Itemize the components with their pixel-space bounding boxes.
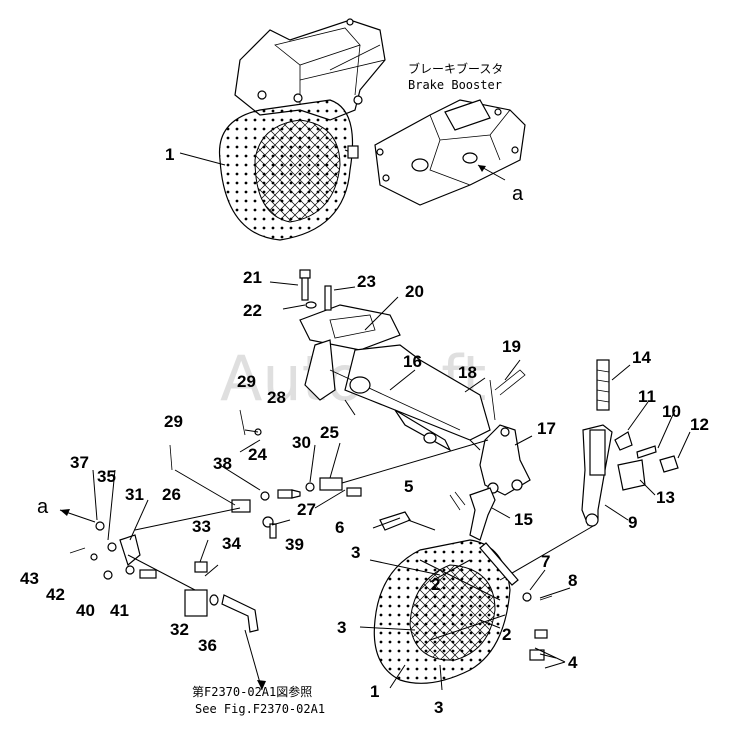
callout-40: 40 (76, 601, 95, 620)
callout-36: 36 (198, 636, 217, 655)
callout-25: 25 (320, 423, 339, 442)
callout-32: 32 (170, 620, 189, 639)
callout-15: 15 (514, 510, 533, 529)
small-hardware-left (134, 409, 489, 539)
bracket-assembly (299, 304, 491, 452)
brake-booster-drawing (374, 99, 526, 206)
link-assembly-left (59, 509, 266, 691)
callout-5: 5 (404, 477, 413, 496)
callout-34: 34 (222, 534, 241, 553)
callout-1-upper: 1 (165, 145, 174, 164)
callout-35: 35 (97, 467, 116, 486)
lever-15 (449, 487, 511, 541)
callout-3-c: 3 (434, 698, 443, 717)
lower-brake-band-assembly (373, 539, 566, 684)
callout-22: 22 (243, 301, 262, 320)
callout-29-mid: 29 (237, 372, 256, 391)
callout-30: 30 (292, 433, 311, 452)
callout-6: 6 (335, 518, 344, 537)
callout-39: 39 (285, 535, 304, 554)
callout-1-lower: 1 (370, 682, 379, 701)
callout-29-left: 29 (164, 412, 183, 431)
leader-lines (92, 152, 691, 691)
callout-42: 42 (46, 585, 65, 604)
callout-14: 14 (632, 348, 651, 367)
callout-2-a: 2 (431, 575, 440, 594)
callout-3-a: 3 (351, 543, 360, 562)
arm-17-spring-19 (479, 359, 533, 496)
callout-4: 4 (568, 653, 578, 672)
callout-12: 12 (690, 415, 709, 434)
see-caption-en: See Fig.F2370-02A1 (195, 702, 325, 716)
callout-28: 28 (267, 388, 286, 407)
callout-16: 16 (403, 352, 422, 371)
view-letter-left: a (37, 496, 49, 518)
callout-26: 26 (162, 485, 181, 504)
callout-33: 33 (192, 517, 211, 536)
callout-2-b: 2 (502, 625, 511, 644)
callout-18: 18 (458, 363, 477, 382)
callout-41: 41 (110, 601, 129, 620)
callout-37: 37 (70, 453, 89, 472)
callout-21: 21 (243, 268, 262, 287)
booster-caption-en: Brake Booster (408, 78, 502, 92)
callout-27: 27 (297, 500, 316, 519)
callout-38: 38 (213, 454, 232, 473)
view-letter-booster: a (512, 183, 524, 205)
callout-8: 8 (568, 571, 577, 590)
callout-31: 31 (125, 485, 144, 504)
part-callouts: 1 20 21 22 23 16 18 19 17 14 11 10 12 13… (20, 145, 709, 717)
callout-24: 24 (248, 445, 267, 464)
callout-7: 7 (541, 552, 550, 571)
booster-caption-jp: ブレーキブースタ (408, 61, 503, 76)
callout-20: 20 (405, 282, 424, 301)
callout-23: 23 (357, 272, 376, 291)
callout-19: 19 (502, 337, 521, 356)
callout-3-b: 3 (337, 618, 346, 637)
see-caption-jp: 第F2370-02A1図参照 (192, 684, 312, 699)
callout-10: 10 (662, 402, 681, 421)
callout-11: 11 (638, 387, 656, 406)
callout-43: 43 (20, 569, 39, 588)
upper-brake-band-assembly (218, 18, 386, 241)
rod-9-assembly (499, 359, 679, 581)
bolt-cluster-21-23 (269, 269, 356, 311)
callout-17: 17 (537, 419, 556, 438)
callout-9: 9 (628, 513, 637, 532)
callout-13: 13 (656, 488, 675, 507)
